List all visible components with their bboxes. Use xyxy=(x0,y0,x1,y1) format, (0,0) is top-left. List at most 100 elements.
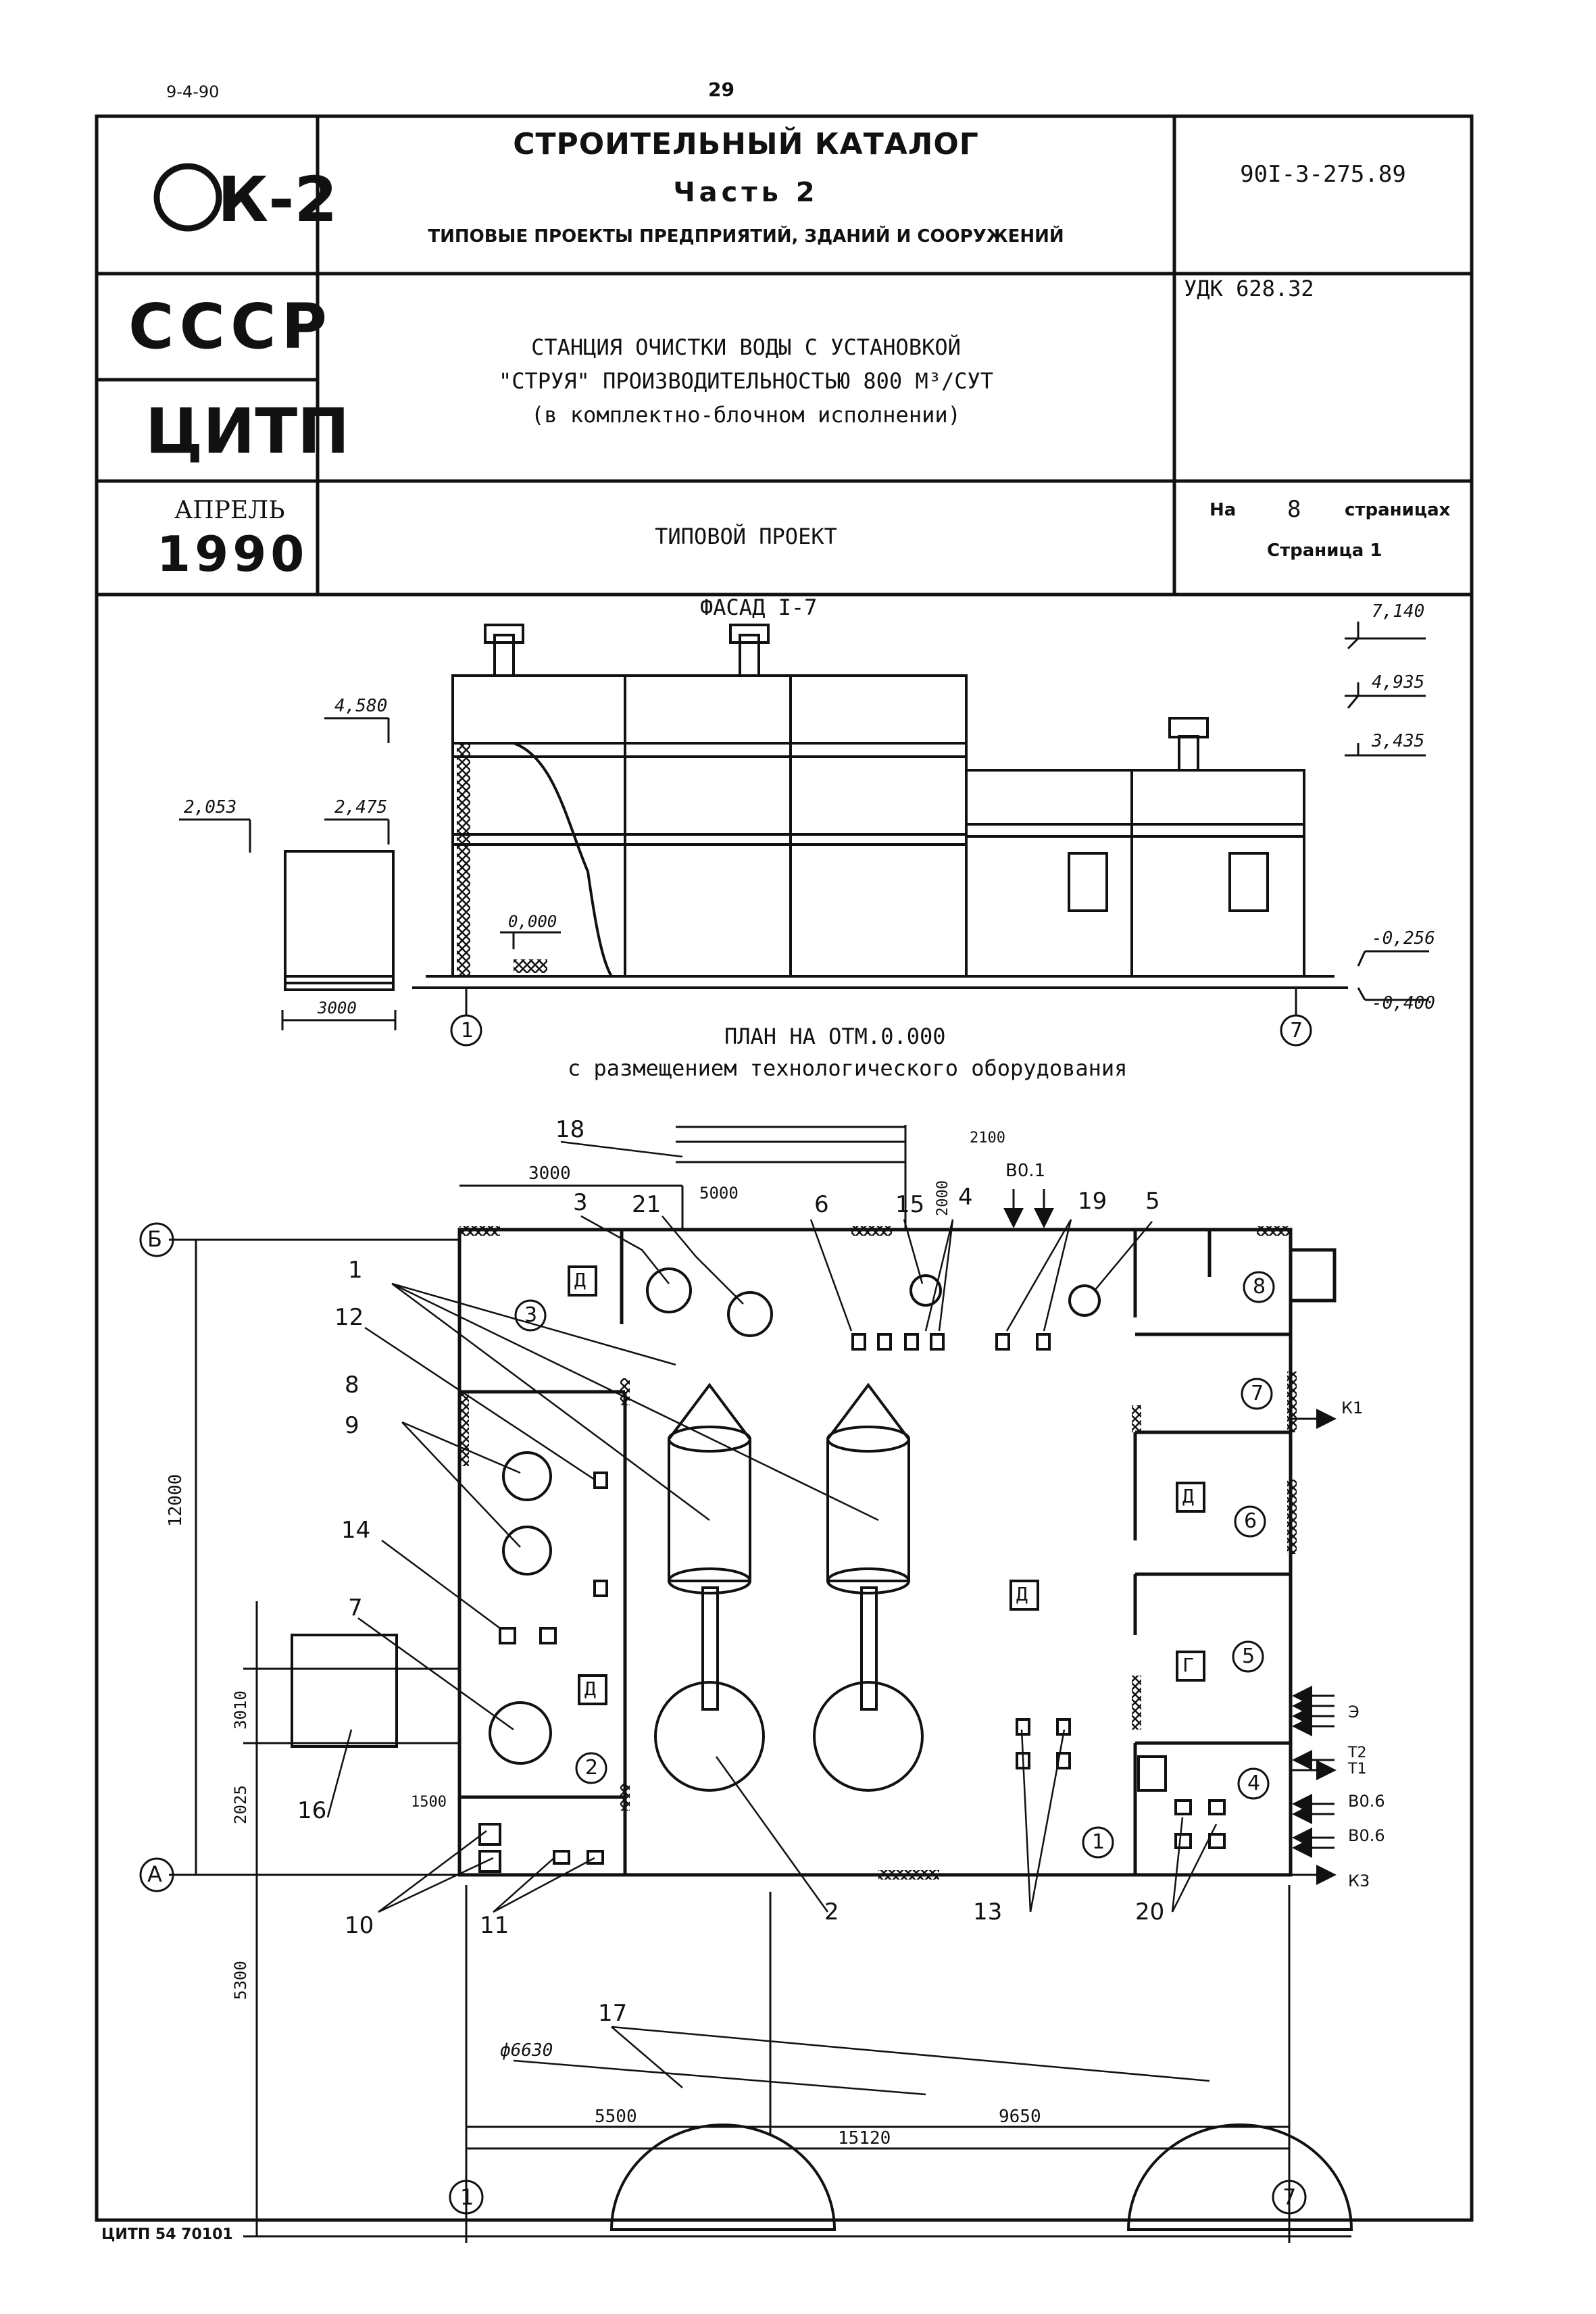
dim-5500: 5500 xyxy=(595,2107,637,2127)
facade-mark-4935: 4,935 xyxy=(1372,672,1425,693)
plan-dimension-lines xyxy=(139,1125,1351,2243)
dim-9650: 9650 xyxy=(999,2107,1041,2127)
axis-b: Б xyxy=(147,1226,162,1252)
pipe-label-t1: Т1 xyxy=(1348,1761,1367,1778)
facade-axis-7: 7 xyxy=(1290,1019,1303,1042)
catalog-title: СТРОИТЕЛЬНЫЙ КАТАЛОГ xyxy=(513,127,979,161)
callout-1: 1 xyxy=(348,1257,363,1284)
room-5: 5 xyxy=(1242,1644,1255,1668)
footer-code: ЦИТП 54 70101 xyxy=(101,2226,233,2243)
axis-a: А xyxy=(147,1861,162,1887)
month-label: АПРЕЛЬ xyxy=(174,497,285,524)
dim-5000: 5000 xyxy=(699,1184,739,1203)
dim-2000: 2000 xyxy=(934,1180,951,1216)
sheet-frame xyxy=(95,114,1474,2222)
facade-mark-2053: 2,053 xyxy=(184,797,237,818)
dim-15120: 15120 xyxy=(838,2128,891,2148)
facade-title: ФАСАД I-7 xyxy=(700,595,818,620)
callout-9: 9 xyxy=(345,1412,359,1439)
callout-7: 7 xyxy=(348,1594,363,1621)
room-3: 3 xyxy=(524,1303,538,1327)
pipe-label-e: Э xyxy=(1348,1703,1360,1721)
pipe-label-k3: К3 xyxy=(1348,1871,1370,1890)
callout-3: 3 xyxy=(573,1189,588,1216)
pages-prefix: На xyxy=(1210,500,1237,520)
pipe-label-v06-a: В0.6 xyxy=(1348,1792,1385,1811)
room-7: 7 xyxy=(1251,1382,1264,1405)
project-code: 90I-3-275.89 xyxy=(1240,161,1406,188)
dim-phi-6630: ф6630 xyxy=(500,2040,553,2061)
plan-leader-lines xyxy=(326,1140,1218,2096)
room-4: 4 xyxy=(1247,1771,1261,1795)
pages-suffix: страницах xyxy=(1345,500,1451,520)
dim-12000: 12000 xyxy=(166,1474,186,1527)
facade-dim-3000: 3000 xyxy=(318,999,357,1017)
project-line-3: (в комплектно-блочном исполнении) xyxy=(531,402,961,428)
udk-code: УДК 628.32 xyxy=(1184,276,1314,301)
callout-5: 5 xyxy=(1145,1188,1160,1215)
callout-14: 14 xyxy=(341,1517,371,1544)
callout-11: 11 xyxy=(480,1912,509,1939)
callout-18: 18 xyxy=(555,1116,585,1143)
year-label: 1990 xyxy=(157,526,309,582)
header-grid xyxy=(97,116,1472,597)
room-letter-d-3: Д xyxy=(574,1269,586,1291)
plan-subtitle: с размещением технологического оборудова… xyxy=(568,1055,1128,1081)
room-8: 8 xyxy=(1253,1275,1266,1299)
room-letter-d-1: Д xyxy=(1016,1583,1028,1605)
callout-15: 15 xyxy=(895,1191,925,1218)
facade-mark-0000: 0,000 xyxy=(508,912,557,931)
dim-1500: 1500 xyxy=(411,1794,447,1811)
dim-5300: 5300 xyxy=(231,1961,250,2000)
pages-count: 8 xyxy=(1287,496,1301,523)
callout-8: 8 xyxy=(345,1372,359,1399)
plan-equipment xyxy=(291,1265,1353,2231)
room-letter-d-2: Д xyxy=(584,1678,596,1700)
callout-4: 4 xyxy=(958,1184,973,1211)
callout-20: 20 xyxy=(1135,1898,1165,1926)
pipe-label-v06-b: В0.6 xyxy=(1348,1826,1385,1845)
callout-6: 6 xyxy=(814,1191,829,1218)
country-label: СССР xyxy=(128,291,332,363)
facade-mark-minus0400: -0,400 xyxy=(1372,993,1435,1013)
facade-mark-2475: 2,475 xyxy=(334,797,388,818)
pipe-label-t2: Т2 xyxy=(1348,1744,1367,1761)
room-letter-g-5: Г xyxy=(1182,1654,1194,1676)
facade-level-marks xyxy=(179,622,1429,1047)
facade-mark-7140: 7,140 xyxy=(1372,601,1425,622)
facade-drawing xyxy=(284,624,1348,991)
plan-axis-7: 7 xyxy=(1282,2184,1297,2210)
facade-mark-minus0256: -0,256 xyxy=(1372,928,1435,949)
date-code: 9-4-90 xyxy=(166,82,220,101)
project-line-2: "СТРУЯ" ПРОИЗВОДИТЕЛЬНОСТЬЮ 800 М³/СУТ xyxy=(498,368,994,394)
room-2: 2 xyxy=(585,1756,599,1780)
dim-3010: 3010 xyxy=(231,1690,250,1730)
logo-text: К-2 xyxy=(218,164,338,236)
plan-title: ПЛАН НА ОТМ.0.000 xyxy=(724,1024,946,1049)
facade-mark-3435: 3,435 xyxy=(1372,731,1425,751)
facade-mark-4580: 4,580 xyxy=(334,696,388,716)
logo-icon xyxy=(153,163,222,232)
room-1: 1 xyxy=(1092,1830,1105,1854)
callout-10: 10 xyxy=(345,1912,374,1939)
facade-axis-1: 1 xyxy=(461,1019,474,1042)
pipe-label-v01: В0.1 xyxy=(1005,1161,1046,1181)
callout-12: 12 xyxy=(334,1304,364,1331)
catalog-part: Часть 2 xyxy=(673,177,819,208)
project-line-1: СТАНЦИЯ ОЧИСТКИ ВОДЫ С УСТАНОВКОЙ xyxy=(531,334,961,360)
dim-3000-top: 3000 xyxy=(528,1163,571,1184)
callout-16: 16 xyxy=(297,1797,327,1824)
callout-2: 2 xyxy=(824,1898,839,1926)
dim-2025: 2025 xyxy=(231,1785,250,1824)
callout-19: 19 xyxy=(1078,1188,1107,1215)
dim-2100: 2100 xyxy=(970,1130,1005,1147)
callout-21: 21 xyxy=(632,1191,662,1218)
catalog-subtitle: ТИПОВЫЕ ПРОЕКТЫ ПРЕДПРИЯТИЙ, ЗДАНИЙ И СО… xyxy=(428,226,1064,247)
project-type: ТИПОВОЙ ПРОЕКТ xyxy=(655,524,837,549)
pipe-label-k1: К1 xyxy=(1341,1399,1364,1417)
pipe-arrows xyxy=(1003,1189,1337,1885)
callout-17: 17 xyxy=(598,2000,628,2027)
org-label: ЦИТП xyxy=(145,395,350,468)
plan-drawing xyxy=(457,1226,1337,1880)
